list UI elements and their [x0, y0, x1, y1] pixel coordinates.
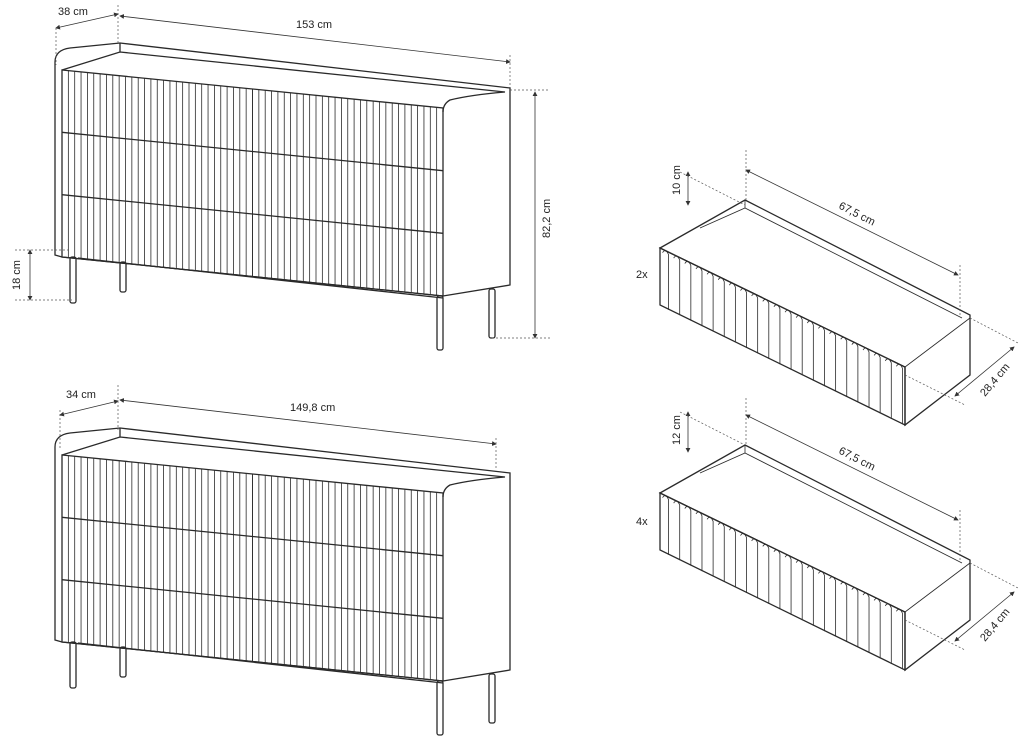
height-label: 82,2 cm — [541, 199, 553, 238]
quantity-label: 4x — [636, 516, 648, 528]
top-edge — [61, 428, 506, 498]
drawer-flute — [840, 336, 848, 397]
drawer-flute — [717, 522, 725, 582]
drawer-small-dimensions: 2x 10 cm 67,5 cm 28,4 cm — [636, 150, 1019, 406]
drawer-flute — [896, 608, 903, 670]
drawer-flute — [840, 581, 848, 642]
drawer-flute — [751, 293, 759, 354]
drawer-flute — [673, 255, 681, 316]
drawer-length-label: 67,5 cm — [837, 445, 877, 473]
drawer-box — [658, 199, 971, 427]
dresser-assembled-drawing — [54, 42, 511, 351]
drawer-large-drawing — [658, 444, 971, 672]
body-depth-label: 34 cm — [66, 389, 96, 401]
drawer-side-edge — [904, 317, 971, 368]
drawer-flute — [806, 320, 814, 381]
drawer-flute — [762, 543, 770, 604]
drawer-flute — [673, 500, 681, 561]
drawer-flute — [851, 587, 859, 648]
drawer-flute — [806, 565, 814, 626]
drawer-flute — [662, 495, 669, 555]
leg-height-label: 18 cm — [11, 260, 23, 290]
drawer-flute — [740, 533, 747, 593]
drawer-flute — [862, 347, 870, 408]
leg — [119, 261, 127, 293]
leg — [436, 295, 444, 351]
width-label: 153 cm — [296, 19, 332, 31]
drawer-flute — [740, 288, 747, 348]
leg — [436, 680, 444, 736]
leg — [69, 641, 77, 689]
drawer-flute — [706, 271, 714, 332]
drawer-flute — [896, 363, 903, 425]
drawer-flute — [873, 353, 881, 414]
leg — [488, 288, 496, 339]
dresser-body-dimensions: 34 cm 149,8 cm — [59, 385, 497, 470]
dresser-body-drawing — [54, 427, 511, 736]
drawer-flute — [729, 282, 736, 343]
drawer-flute — [662, 250, 669, 310]
drawer-width-label: 28,4 cm — [978, 606, 1012, 644]
drawer-flute — [818, 325, 825, 387]
drawer-flute — [684, 261, 692, 321]
drawer-flute — [862, 592, 870, 653]
depth-label: 38 cm — [58, 6, 88, 18]
drawer-flute — [795, 560, 803, 621]
drawer-flute — [873, 598, 881, 659]
drawer-box — [658, 444, 971, 672]
drawer-height-label: 12 cm — [671, 415, 683, 445]
drawer-front — [659, 246, 906, 427]
quantity-label: 2x — [636, 269, 648, 281]
body-width-label: 149,8 cm — [290, 402, 335, 414]
drawer-flute — [684, 506, 692, 566]
drawer-inner-edge — [699, 452, 963, 564]
drawer-flute — [773, 304, 781, 365]
drawer-flute — [717, 277, 725, 337]
drawer-width-label: 28,4 cm — [978, 361, 1012, 399]
drawer-flute — [851, 342, 859, 403]
drawer-flute — [695, 266, 703, 327]
drawer-flute — [729, 527, 736, 588]
leg — [69, 256, 77, 304]
drawer-large-dimensions: 4x 12 cm 67,5 cm 28,4 cm — [636, 398, 1019, 651]
drawer-flute — [751, 538, 759, 599]
drawer-flute — [829, 576, 837, 637]
drawer-front — [659, 491, 906, 672]
drawer-flute — [706, 516, 714, 577]
drawer-flute — [695, 511, 703, 572]
drawer-flute — [884, 603, 892, 664]
drawer-flute — [762, 298, 770, 359]
drawer-flute — [795, 315, 803, 376]
base-rail — [77, 257, 444, 299]
cabinet-outline — [54, 427, 511, 682]
leg — [119, 646, 127, 678]
dresser-assembled-dimensions: 38 cm 153 cm 82,2 cm 18 cm — [11, 5, 553, 339]
leg — [488, 673, 496, 724]
cabinet-outline — [54, 42, 511, 297]
drawer-small-drawing — [658, 199, 971, 427]
drawer-flute — [773, 549, 781, 610]
base-rail — [77, 642, 444, 684]
drawer-flute — [829, 331, 837, 392]
drawer-flute — [784, 309, 792, 370]
drawer-flute — [818, 570, 825, 632]
drawer-flute — [784, 554, 792, 615]
drawer-flute — [884, 358, 892, 419]
drawer-length-label: 67,5 cm — [837, 200, 877, 228]
drawer-inner-edge — [699, 207, 963, 319]
drawer-side-edge — [904, 562, 971, 613]
drawer-height-label: 10 cm — [671, 165, 683, 195]
